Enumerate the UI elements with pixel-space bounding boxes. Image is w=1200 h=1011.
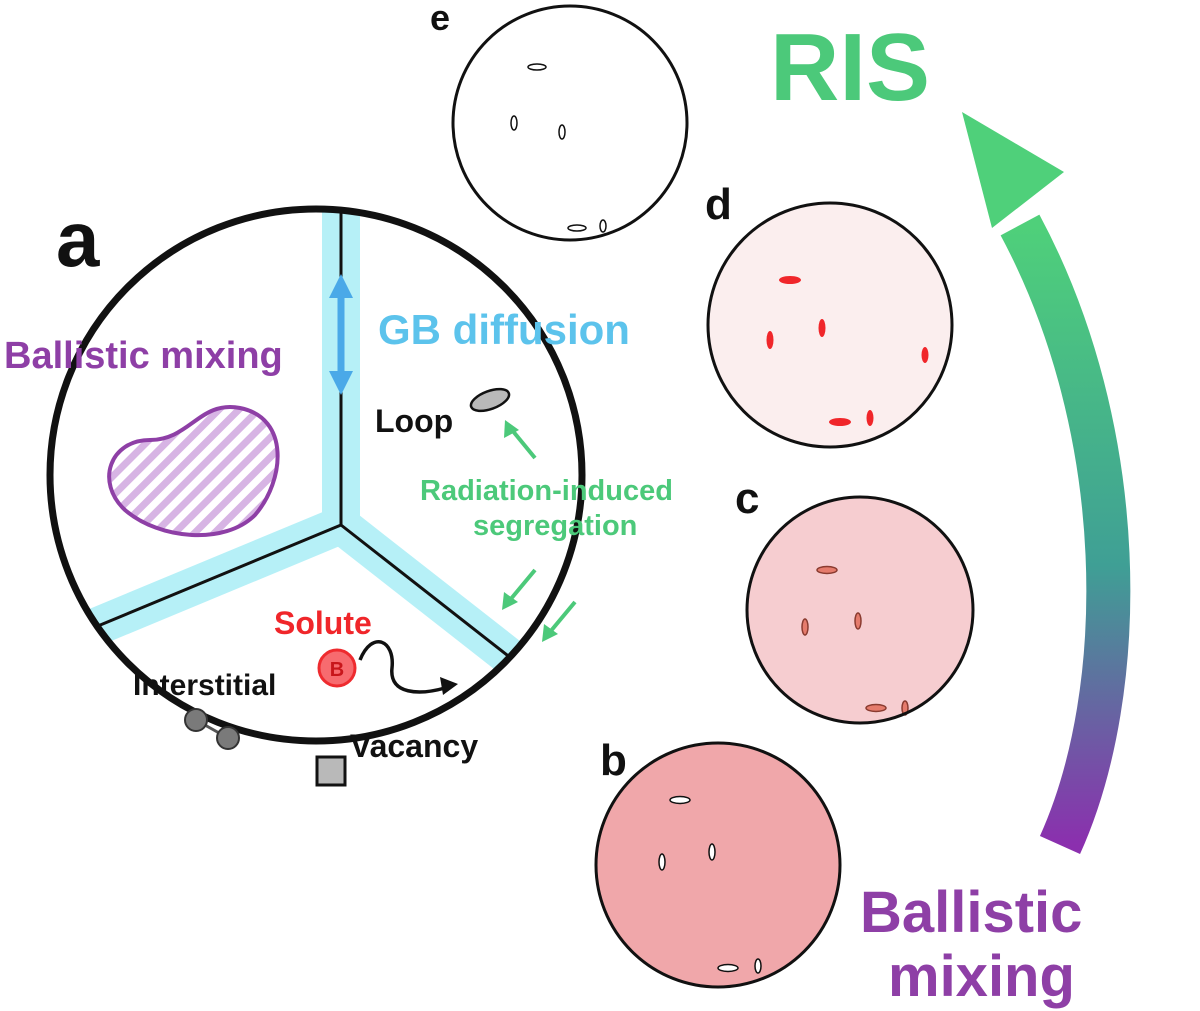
panel-b — [594, 741, 842, 989]
panel-d — [706, 201, 954, 449]
segregation-arrows — [502, 420, 577, 642]
loop-markers — [658, 795, 762, 974]
gb-diffusion-label: GB diffusion — [378, 306, 630, 353]
ris-title: RIS — [770, 14, 930, 121]
panel-label-a: a — [56, 195, 100, 283]
panel-label-e: e — [430, 0, 450, 38]
ballistic-mixing-blob — [107, 404, 280, 538]
curved-gradient-arrow-icon — [962, 112, 1131, 855]
ballistic-mixing-line2: mixing — [888, 944, 1075, 1009]
solute-label: Solute — [274, 605, 372, 641]
ballistic-mixing-inner-label: Ballistic mixing — [4, 335, 283, 377]
loop-markers — [510, 63, 607, 233]
interstitial-label: Interstitial — [133, 669, 276, 702]
curved-arrow-icon — [358, 640, 446, 694]
curved-arrow-head — [440, 677, 458, 695]
panel-e — [451, 4, 689, 242]
ris-label-line1: Radiation-induced — [420, 475, 673, 507]
double-arrow-icon — [329, 274, 353, 395]
vacancy-icon — [315, 755, 347, 787]
panel-c — [745, 495, 975, 725]
loop-label: Loop — [375, 403, 453, 439]
panel-label-b: b — [600, 736, 627, 785]
panel-label-d: d — [705, 180, 732, 229]
vacancy-label: Vacancy — [350, 728, 478, 764]
panel-a-circle — [46, 205, 586, 745]
solute-atom-label: B — [330, 659, 344, 681]
interstitial-icon — [184, 708, 240, 750]
ris-label-line2: segregation — [473, 510, 637, 542]
ballistic-mixing-line1: Ballistic — [860, 880, 1082, 945]
loop-markers — [766, 276, 929, 426]
panel-label-c: c — [735, 474, 759, 523]
panel-a — [46, 205, 586, 787]
solute-atom-icon — [317, 648, 357, 688]
loop-icon — [469, 387, 511, 413]
